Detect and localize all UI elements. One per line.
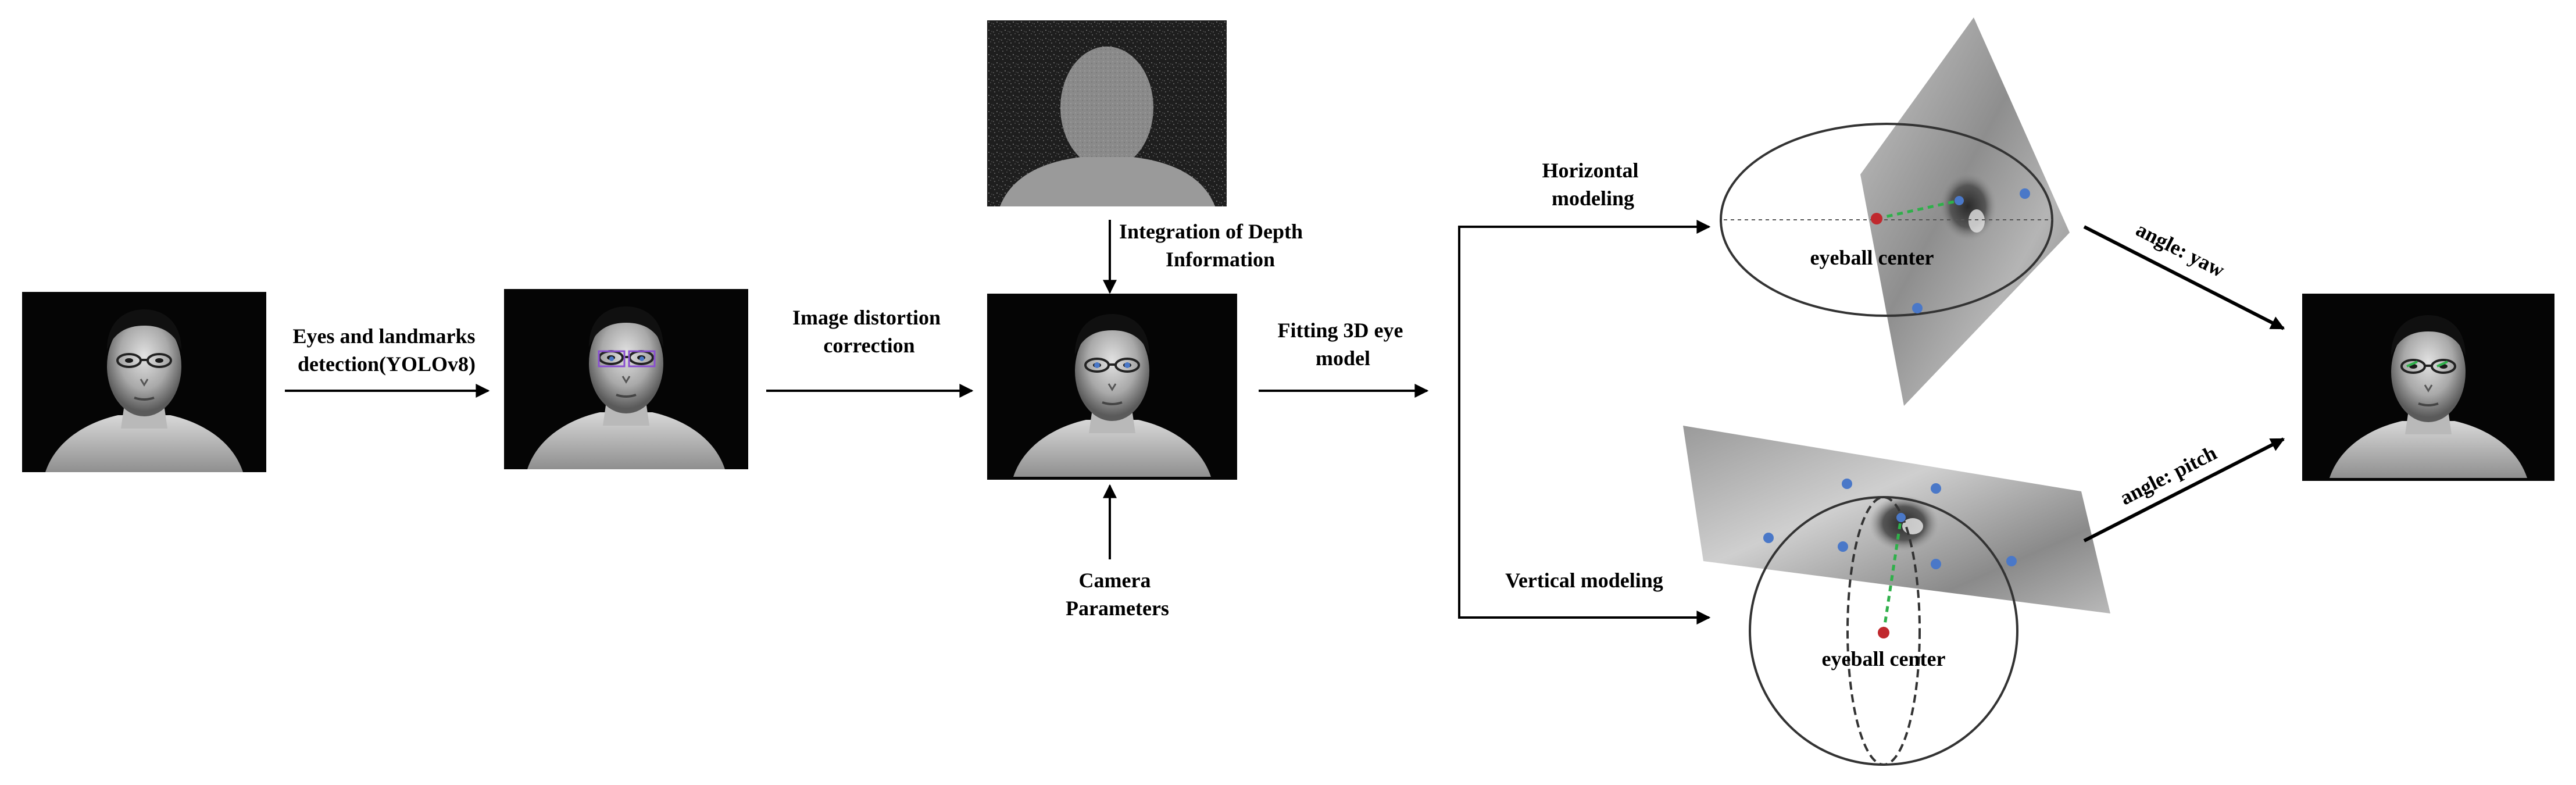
camera-label: Camera Parameters [1066, 569, 1169, 620]
detected-face-image [503, 288, 749, 470]
arrow-yaw [2083, 225, 2285, 330]
input-face-image [21, 291, 267, 473]
landmark-dot [1124, 362, 1130, 368]
horizontal-label: Horizontal modeling [1542, 159, 1644, 210]
iris [1939, 172, 1997, 241]
right-eye-box [628, 350, 656, 367]
step1-label: Eyes and landmarks detection(YOLOv8) [292, 324, 480, 376]
step2-label: Image distortion correction [792, 306, 946, 357]
corrected-face-image [987, 294, 1237, 480]
gaze-indicator [2436, 361, 2448, 367]
arrow-pitch [2083, 437, 2285, 543]
landmark-dot [1094, 362, 1100, 368]
landmark-dot [639, 356, 644, 361]
vertical-eye-model: eyeball center [1683, 426, 2110, 766]
landmark-dot [609, 356, 614, 361]
depth-label: Integration of Depth Information [1119, 220, 1308, 271]
horizontal-eye-model: eyeball center [1720, 17, 2070, 406]
output-face-image [2302, 294, 2554, 481]
depth-image [987, 20, 1227, 206]
eyeball-center-dot [1878, 627, 1889, 638]
eyeball-center-dot [1871, 213, 1882, 224]
gaze-vector [1876, 199, 1960, 220]
yaw-label: angle: yaw [2132, 217, 2228, 282]
vertical-label: Vertical modeling [1505, 569, 1663, 592]
branch-connector [1458, 226, 1706, 619]
eyeball-center-label-bottom: eyeball center [1822, 647, 1946, 670]
step3-label: Fitting 3D eye model [1278, 319, 1409, 370]
gaze-indicator [2406, 361, 2418, 367]
left-eye-box [598, 350, 626, 367]
eyeball-center-label-top: eyeball center [1810, 246, 1934, 269]
gaze-vector [1882, 517, 1903, 633]
